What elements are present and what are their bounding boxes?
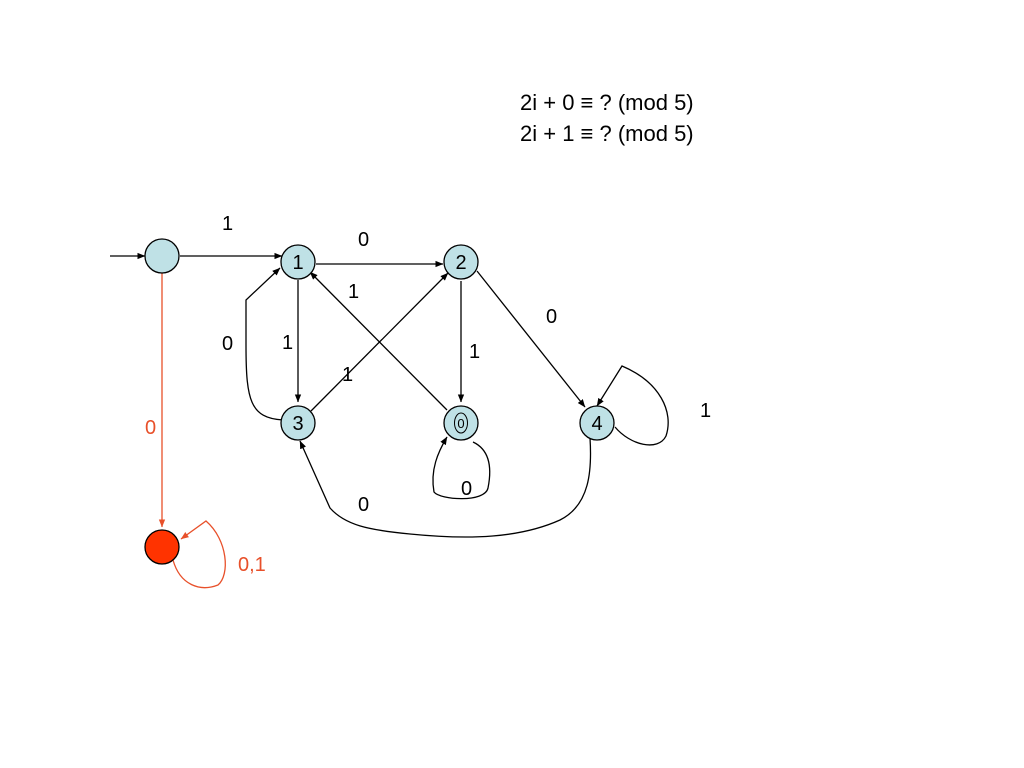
- state-0-inner-ring: [454, 412, 468, 434]
- state-start-circle: [144, 238, 180, 274]
- state-2-circle: [443, 244, 479, 280]
- label-3-to-2: 1: [342, 364, 353, 386]
- label-2-to-0: 1: [469, 341, 480, 363]
- state-0-accepting: 0: [443, 405, 479, 441]
- state-4: 4: [579, 405, 615, 441]
- formula-line-2: 2i + 1 ≡ ? (mod 5): [520, 121, 694, 146]
- state-dead: [144, 529, 180, 565]
- state-1-label: 1: [292, 252, 303, 274]
- label-1-to-3: 1: [282, 332, 293, 354]
- state-4-circle: [579, 405, 615, 441]
- edge-0-to-1: [309, 271, 448, 411]
- state-0-outer-circle: [443, 405, 479, 441]
- state-1-circle: [280, 244, 316, 280]
- state-dead-circle: [144, 529, 180, 565]
- label-2-to-4: 0: [546, 306, 557, 328]
- label-0-loop: 0: [461, 478, 472, 500]
- state-start: [144, 238, 180, 274]
- label-4-to-3: 0: [358, 494, 369, 516]
- label-start-to-dead: 0: [145, 417, 156, 439]
- edge-dead-self-loop: [172, 520, 226, 589]
- label-0-to-1: 1: [348, 281, 359, 303]
- state-3: 3: [280, 405, 316, 441]
- state-3-label: 3: [292, 413, 303, 435]
- state-2: 2: [443, 244, 479, 280]
- state-3-circle: [280, 405, 316, 441]
- formula-line-1: 2i + 0 ≡ ? (mod 5): [520, 90, 694, 115]
- edge-4-self-loop: [596, 365, 669, 446]
- label-start-to-1: 1: [222, 213, 233, 235]
- edge-2-to-4: [476, 270, 586, 408]
- label-1-to-2: 0: [358, 229, 369, 251]
- edge-0-self-loop: [432, 436, 491, 500]
- label-3-to-1: 0: [222, 333, 233, 355]
- state-4-label: 4: [591, 413, 602, 435]
- edge-3-to-1: [245, 267, 284, 421]
- state-2-label: 2: [455, 252, 466, 274]
- state-0-label: 0: [457, 416, 464, 431]
- label-4-loop: 1: [700, 400, 711, 422]
- label-dead-loop: 0,1: [238, 554, 266, 576]
- edge-4-to-3: [299, 437, 592, 538]
- state-1: 1: [280, 244, 316, 280]
